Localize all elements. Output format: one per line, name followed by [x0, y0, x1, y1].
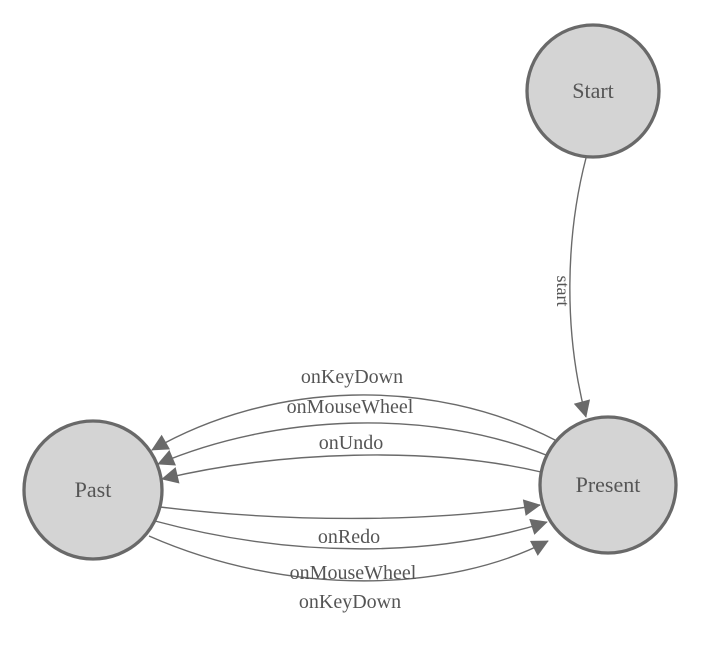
edge-label-onkeydown-upper: onKeyDown — [301, 366, 403, 388]
edge-past-to-present-onkeydown — [148, 535, 549, 582]
edge-label-start: start — [553, 276, 573, 307]
edge-present-to-past-onmousewheel — [157, 422, 547, 466]
edge-label-onundo: onUndo — [319, 432, 383, 454]
edge-present-to-past-onkeydown — [151, 394, 556, 451]
edge-past-to-present-onmousewheel — [154, 518, 548, 550]
present-node-circle — [538, 415, 678, 555]
edge-label-onmousewheel-lower: onMouseWheel — [290, 562, 417, 584]
past-node-label: Past — [75, 477, 112, 502]
start-node-circle — [525, 23, 661, 159]
past-node-circle — [22, 419, 164, 561]
edge-past-to-present-onredo — [159, 499, 541, 520]
state-node-past: Past — [22, 419, 164, 561]
start-node-label: Start — [572, 78, 614, 103]
present-node-label: Present — [576, 472, 641, 497]
edge-start-to-present — [569, 157, 591, 418]
edge-label-onredo: onRedo — [318, 526, 380, 548]
state-node-start: Start — [525, 23, 661, 159]
edge-label-onmousewheel-upper: onMouseWheel — [287, 396, 414, 418]
edge-label-onkeydown-lower: onKeyDown — [299, 591, 401, 613]
edge-present-to-past-onundo — [161, 454, 542, 484]
state-node-present: Present — [538, 415, 678, 555]
